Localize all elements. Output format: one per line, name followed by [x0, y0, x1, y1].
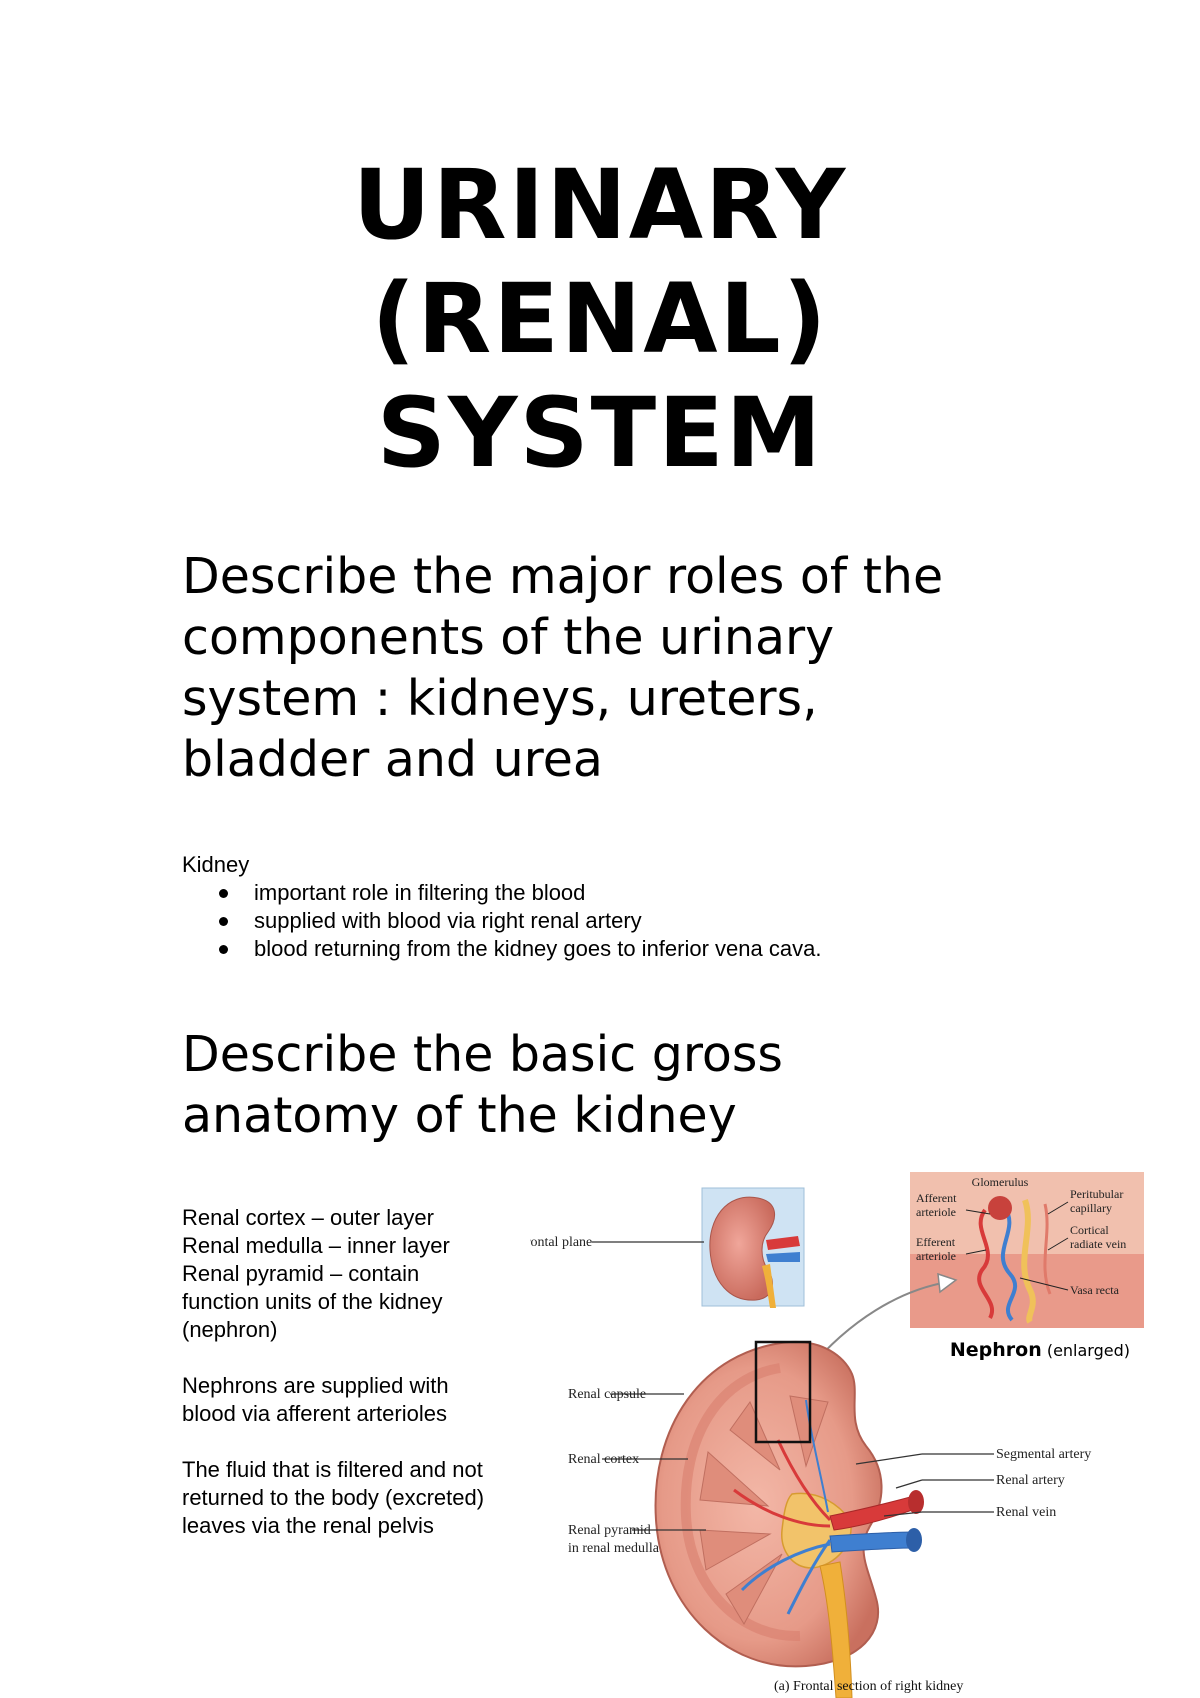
nephron-title: Nephron (enlarged)	[950, 1339, 1130, 1361]
heading-major-roles: Describe the major roles of the componen…	[182, 546, 1042, 790]
label-afferent-1: Afferent	[916, 1191, 957, 1205]
label-frontal-plane: Frontal plane	[530, 1235, 592, 1250]
heading-line: anatomy of the kidney	[182, 1087, 737, 1144]
label-cortical-2: radiate vein	[1070, 1237, 1126, 1251]
label-vasa-recta: Vasa recta	[1070, 1283, 1120, 1297]
label-renal-pyramid-1: Renal pyramid	[568, 1523, 651, 1538]
frontal-plane-inset: Frontal plane	[530, 1187, 805, 1308]
label-renal-cortex: Renal cortex	[568, 1452, 639, 1467]
label-renal-pyramid-2: in renal medulla	[568, 1541, 660, 1556]
label-renal-artery: Renal artery	[996, 1473, 1065, 1488]
label-efferent-1: Efferent	[916, 1235, 956, 1249]
text-line: The fluid that is filtered and not	[182, 1457, 483, 1482]
label-renal-vein: Renal vein	[996, 1505, 1056, 1520]
kidney-cross-section: Renal capsule Renal cortex Renal pyramid…	[568, 1340, 1091, 1698]
heading-line: system : kidneys, ureters,	[182, 670, 818, 727]
kidney-bullet-list: important role in filtering the blood su…	[182, 879, 982, 963]
label-glomerulus: Glomerulus	[972, 1175, 1029, 1189]
heading-line: Describe the major roles of the	[182, 548, 944, 605]
text-line: returned to the body (excreted)	[182, 1485, 485, 1510]
list-item: important role in filtering the blood	[182, 879, 982, 907]
title-line: URINARY	[352, 149, 848, 261]
text-line: Renal cortex – outer layer	[182, 1205, 434, 1230]
anatomy-paragraph-layers: Renal cortex – outer layer Renal medulla…	[182, 1204, 542, 1344]
label-renal-capsule: Renal capsule	[568, 1387, 646, 1402]
heading-line: bladder and urea	[182, 731, 603, 788]
list-item: blood returning from the kidney goes to …	[182, 935, 982, 963]
text-line: blood via afferent arterioles	[182, 1401, 447, 1426]
text-line: Nephrons are supplied with	[182, 1373, 449, 1398]
nephron-title-bold: Nephron	[950, 1339, 1042, 1361]
kidney-section: Kidney important role in filtering the b…	[182, 851, 982, 963]
label-efferent-2: arteriole	[916, 1249, 956, 1263]
label-peritubular-2: capillary	[1070, 1201, 1112, 1215]
text-line: Renal pyramid – contain	[182, 1261, 420, 1286]
anatomy-paragraph-fluid: The fluid that is filtered and not retur…	[182, 1456, 542, 1540]
label-peritubular-1: Peritubular	[1070, 1187, 1123, 1201]
list-item: supplied with blood via right renal arte…	[182, 907, 982, 935]
title-line: SYSTEM	[376, 377, 824, 489]
figure-caption: (a) Frontal section of right kidney	[774, 1679, 963, 1694]
heading-line: components of the urinary	[182, 609, 835, 666]
page-title: URINARY (RENAL) SYSTEM	[0, 148, 1200, 490]
kidney-diagram: Frontal plane Glomerulus Afferent arteri…	[530, 1172, 1144, 1698]
nephron-title-rest: (enlarged)	[1042, 1341, 1130, 1360]
label-cortical-1: Cortical	[1070, 1223, 1109, 1237]
title-line: (RENAL)	[371, 263, 829, 375]
text-line: Renal medulla – inner layer	[182, 1233, 450, 1258]
anatomy-notes: Renal cortex – outer layer Renal medulla…	[182, 1204, 542, 1568]
kidney-subheading: Kidney	[182, 852, 250, 877]
heading-gross-anatomy: Describe the basic gross anatomy of the …	[182, 1024, 1042, 1146]
text-line: function units of the kidney	[182, 1289, 443, 1314]
label-segmental-artery: Segmental artery	[996, 1447, 1091, 1462]
heading-line: Describe the basic gross	[182, 1026, 783, 1083]
anatomy-paragraph-nephrons: Nephrons are supplied with blood via aff…	[182, 1372, 542, 1428]
label-afferent-2: arteriole	[916, 1205, 956, 1219]
text-line: leaves via the renal pelvis	[182, 1513, 434, 1538]
text-line: (nephron)	[182, 1317, 278, 1342]
nephron-inset: Glomerulus Afferent arteriole Efferent a…	[807, 1172, 1144, 1371]
